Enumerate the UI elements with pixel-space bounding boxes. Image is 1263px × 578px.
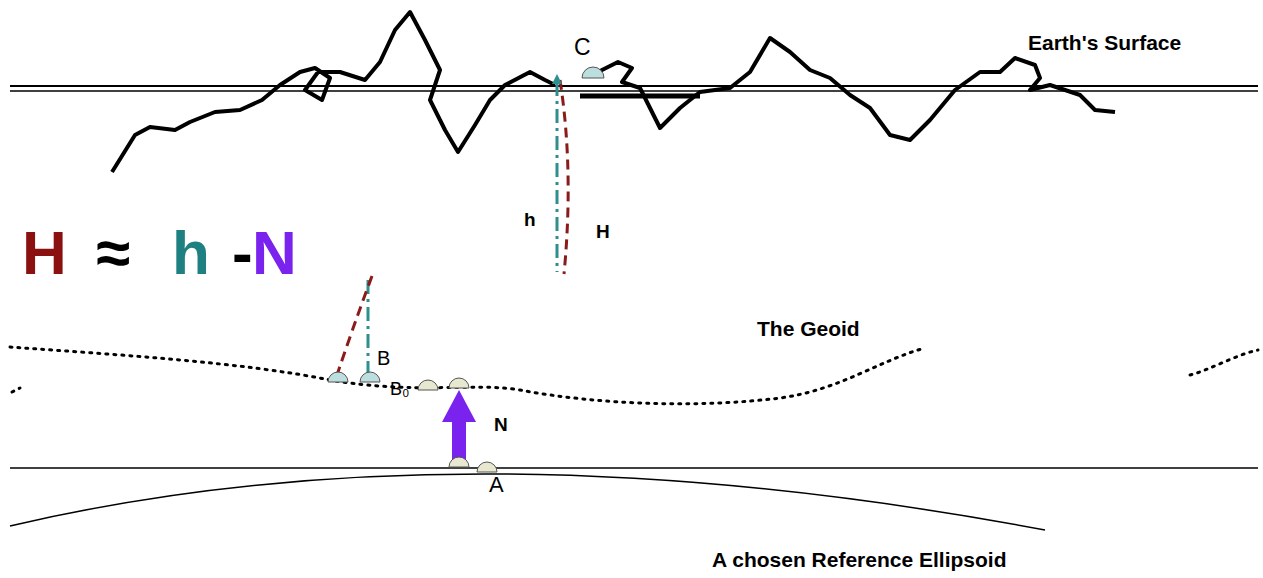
height-label: H — [596, 222, 610, 241]
formula-term: N — [252, 222, 297, 284]
region-label: The Geoid — [757, 318, 860, 339]
formula-symbol: ≈ — [96, 222, 130, 284]
formula-term: h — [172, 222, 210, 284]
height-label: h — [524, 210, 536, 229]
point-label: C — [574, 36, 591, 59]
region-label: Earth's Surface — [1028, 32, 1181, 53]
point-label: B — [377, 348, 390, 368]
formula-symbol: - — [232, 222, 253, 284]
region-label: A chosen Reference Ellipsoid — [712, 549, 1006, 570]
separation-label: N — [494, 415, 508, 434]
formula-term: H — [22, 222, 67, 284]
point-label: B₀ — [390, 380, 409, 398]
point-label: A — [489, 474, 504, 496]
